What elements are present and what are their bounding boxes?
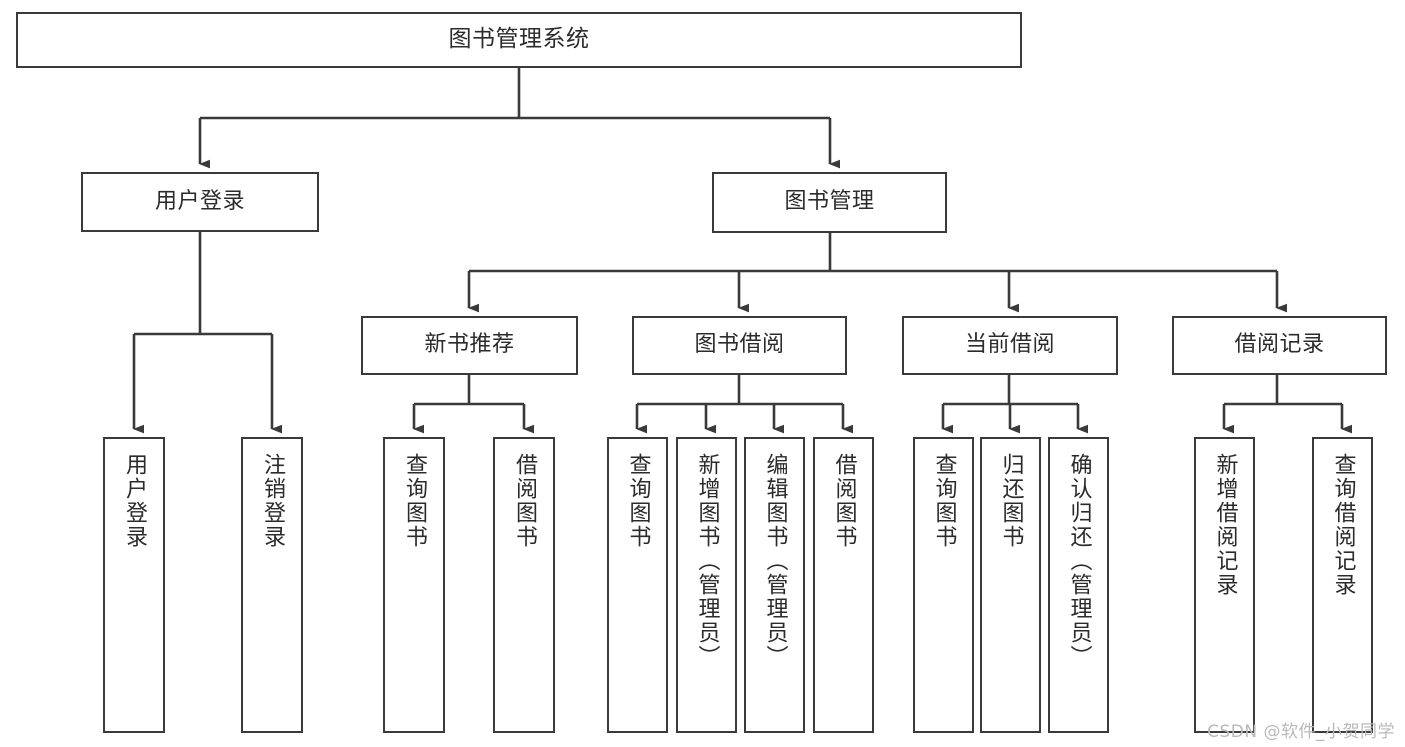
node-label: 图书管理系统: [448, 26, 590, 53]
node-label: 图书借阅: [694, 332, 785, 358]
node-label: 查询图书: [931, 453, 957, 549]
node-label: 图书管理: [784, 189, 875, 215]
node-current-borrow[interactable]: 当前借阅: [902, 316, 1118, 375]
leaf-book-borrow-query[interactable]: 查询图书: [607, 437, 668, 733]
leaf-new-book-query[interactable]: 查询图书: [383, 437, 445, 733]
leaf-current-borrow-confirm-return[interactable]: 确认归还（管理员）: [1048, 437, 1109, 733]
leaf-book-borrow-edit[interactable]: 编辑图书（管理员）: [744, 437, 805, 733]
leaf-book-borrow-lend[interactable]: 借阅图书: [813, 437, 874, 733]
node-label: 用户登录: [154, 188, 245, 214]
node-label: 注销登录: [259, 453, 285, 549]
leaf-current-borrow-return[interactable]: 归还图书: [980, 437, 1041, 733]
node-label: 查询图书: [625, 453, 651, 549]
node-root-system[interactable]: 图书管理系统: [16, 12, 1022, 68]
node-label: 借阅图书: [831, 453, 857, 549]
node-book-borrow[interactable]: 图书借阅: [632, 316, 847, 375]
leaf-borrow-record-add[interactable]: 新增借阅记录: [1194, 437, 1255, 733]
node-user-login[interactable]: 用户登录: [81, 172, 319, 232]
node-label: 归还图书: [998, 453, 1024, 549]
leaf-user-login-signin[interactable]: 用户登录: [103, 437, 165, 733]
node-label: 当前借阅: [964, 332, 1055, 358]
node-label: 借阅记录: [1234, 332, 1325, 358]
leaf-user-login-signout[interactable]: 注销登录: [241, 437, 303, 733]
node-label: 用户登录: [121, 453, 147, 549]
csdn-watermark: CSDN @软件_小贺同学: [1207, 722, 1395, 742]
leaf-borrow-record-query[interactable]: 查询借阅记录: [1312, 437, 1373, 733]
node-label: 确认归还（管理员）: [1066, 453, 1092, 669]
node-label: 查询图书: [401, 453, 427, 549]
node-label: 编辑图书（管理员）: [762, 453, 788, 669]
node-label: 借阅图书: [511, 453, 537, 549]
node-new-book-recommend[interactable]: 新书推荐: [361, 316, 578, 375]
leaf-book-borrow-add[interactable]: 新增图书（管理员）: [676, 437, 737, 733]
node-label: 新增借阅记录: [1212, 453, 1238, 597]
leaf-current-borrow-query[interactable]: 查询图书: [913, 437, 974, 733]
node-book-management[interactable]: 图书管理: [712, 172, 947, 233]
node-label: 查询借阅记录: [1330, 453, 1356, 597]
node-borrow-record[interactable]: 借阅记录: [1172, 316, 1387, 375]
node-label: 新书推荐: [424, 332, 515, 358]
node-label: 新增图书（管理员）: [694, 453, 720, 669]
leaf-new-book-borrow[interactable]: 借阅图书: [493, 437, 555, 733]
